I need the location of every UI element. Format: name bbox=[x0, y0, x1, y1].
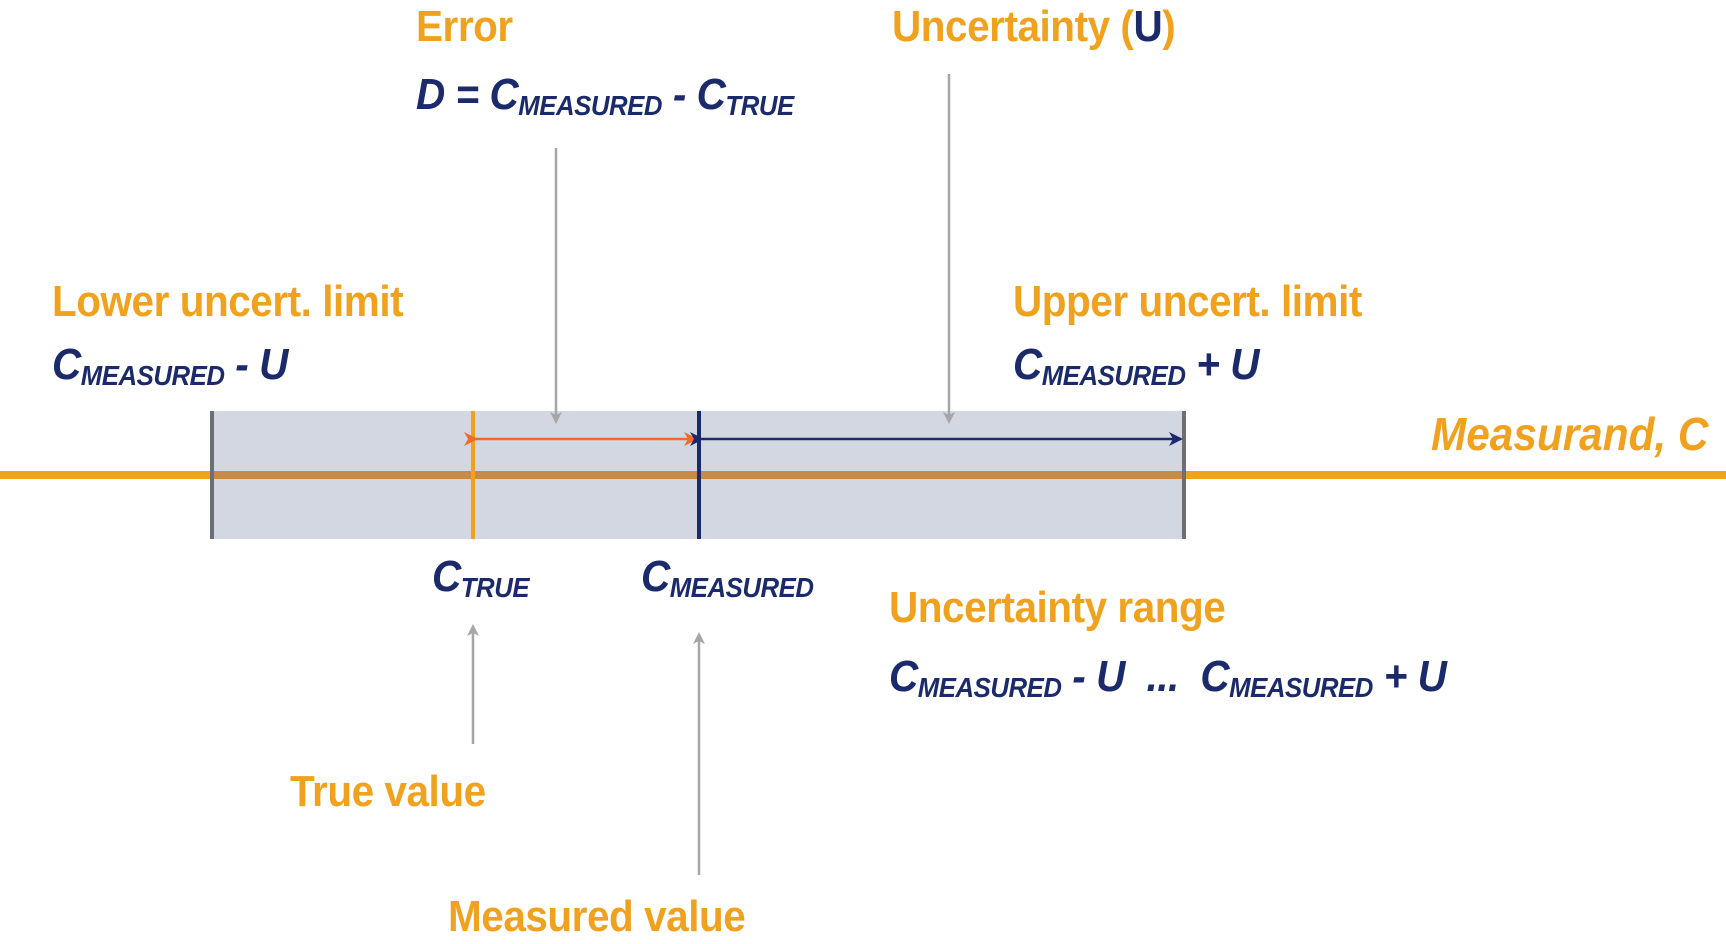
error-title: Error bbox=[416, 2, 513, 51]
c-measured-label: CMEASURED bbox=[641, 552, 814, 603]
uncertainty-range-formula: CMEASURED - U ... CMEASURED + U bbox=[889, 652, 1447, 703]
error-formula: D = CMEASURED - CTRUE bbox=[416, 70, 794, 121]
lower-limit-title: Lower uncert. limit bbox=[52, 277, 404, 326]
uncertainty-title: Uncertainty (U) bbox=[892, 2, 1176, 51]
true-value-label: True value bbox=[290, 767, 486, 816]
c-true-label: CTRUE bbox=[432, 552, 530, 603]
lower-limit-formula: CMEASURED - U bbox=[52, 340, 288, 391]
uncertainty-range-title: Uncertainty range bbox=[889, 583, 1226, 632]
measured-value-label: Measured value bbox=[448, 892, 746, 941]
measurand-label: Measurand, C bbox=[1431, 408, 1709, 460]
upper-limit-formula: CMEASURED + U bbox=[1013, 340, 1260, 391]
upper-limit-title: Upper uncert. limit bbox=[1013, 277, 1362, 326]
